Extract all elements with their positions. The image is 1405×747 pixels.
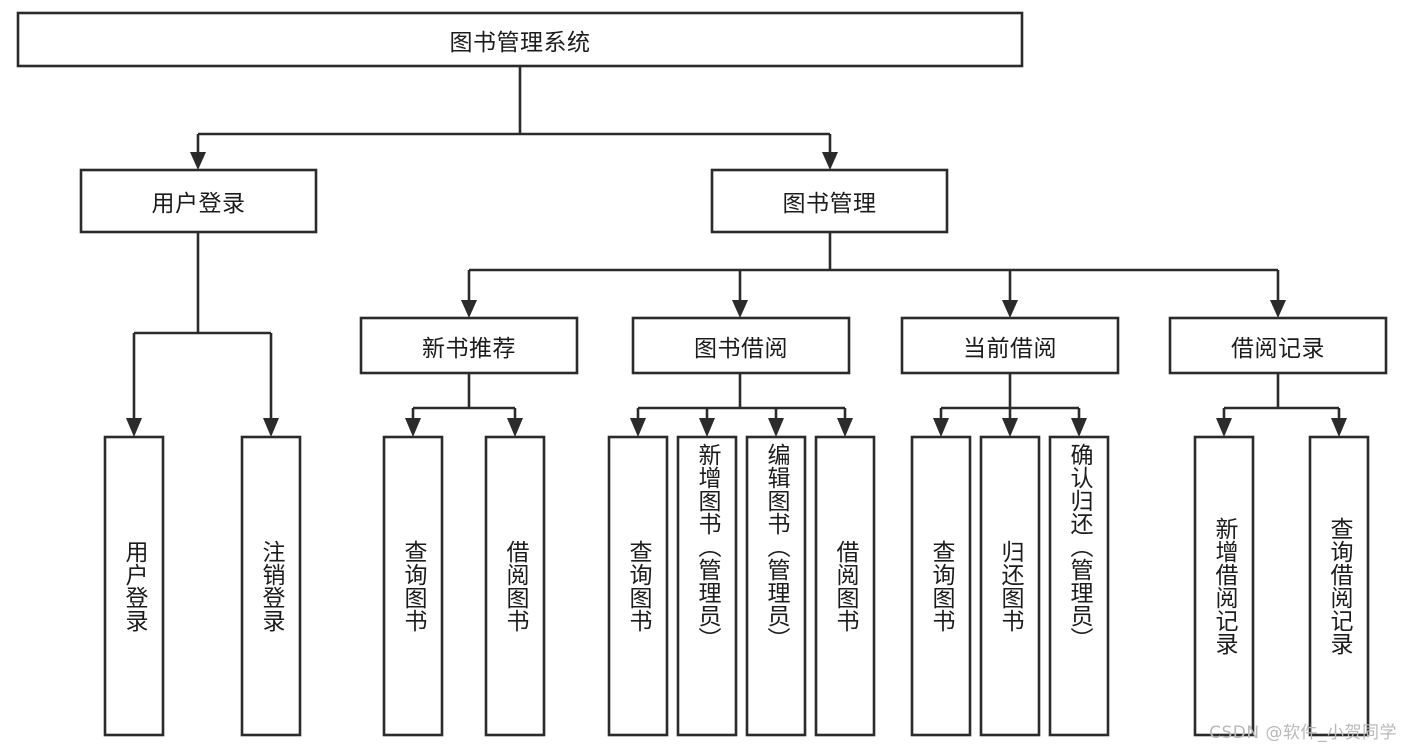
leaf-box-user-login-1[interactable] <box>240 435 302 737</box>
leaf-box-borrow-record-0[interactable] <box>1193 435 1255 737</box>
leaf-box-new-book-0[interactable] <box>382 435 444 737</box>
connector-book-management-to-level3 <box>461 232 1286 318</box>
leaf-box-user-login-0[interactable] <box>103 435 165 737</box>
leaf-box-current-borrow-1[interactable] <box>979 435 1041 737</box>
leaf-box-current-borrow-0[interactable] <box>910 435 972 737</box>
connector-current-borrow-to-leaves <box>933 373 1087 437</box>
connector-book-borrow-to-leaves <box>630 373 853 437</box>
leaf-box-borrow-record-1[interactable] <box>1308 435 1370 737</box>
leaf-box-book-borrow-2[interactable] <box>745 435 807 737</box>
leaf-box-book-borrow-0[interactable] <box>607 435 669 737</box>
connector-new-book-to-leaves <box>405 373 523 437</box>
node-box-borrow-record[interactable] <box>1168 316 1388 375</box>
node-box-book-borrow[interactable] <box>631 316 851 375</box>
node-box-new-book-recommend[interactable] <box>359 316 579 375</box>
connector-user-login-to-leaves <box>126 232 279 437</box>
connector-root-to-level2 <box>190 66 838 170</box>
node-box-book-management[interactable] <box>710 168 949 234</box>
connector-borrow-record-to-leaves <box>1216 373 1347 437</box>
leaf-box-book-borrow-1[interactable] <box>676 435 738 737</box>
leaf-box-book-borrow-3[interactable] <box>814 435 876 737</box>
node-box-root[interactable] <box>16 11 1024 68</box>
node-box-current-borrow[interactable] <box>900 316 1120 375</box>
leaf-box-current-borrow-2[interactable] <box>1048 435 1110 737</box>
leaf-box-new-book-1[interactable] <box>484 435 546 737</box>
node-box-user-login[interactable] <box>79 168 318 234</box>
